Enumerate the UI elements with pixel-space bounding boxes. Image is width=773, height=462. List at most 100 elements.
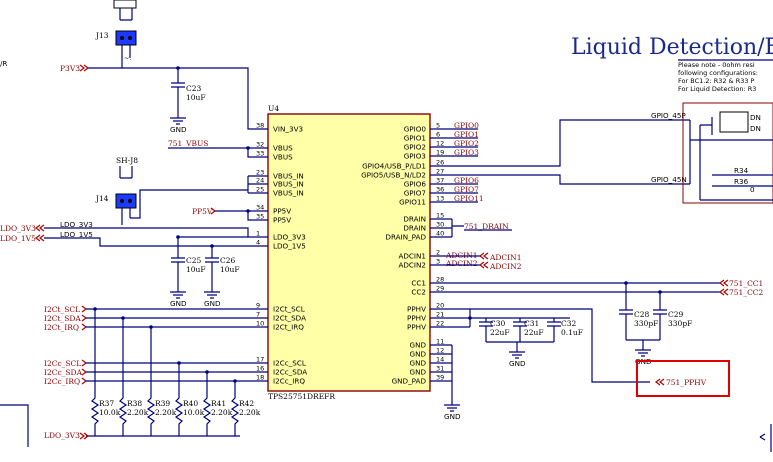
resistor-symbol[interactable] xyxy=(202,372,212,436)
net-p3v3-label: P3V3 xyxy=(60,64,80,73)
u4-pin-name-left: VBUS_IN xyxy=(273,172,304,181)
u4-pin-name-left: I2Cc_IRQ xyxy=(273,377,305,386)
resistor-symbol[interactable] xyxy=(90,309,100,436)
u4-pin-name-right: GPIO1 xyxy=(404,134,426,143)
cap-c23-symbol[interactable] xyxy=(171,68,185,118)
gpio-net-label: GPIO1 xyxy=(454,130,479,139)
u4-pin-num-right: 19 xyxy=(436,149,444,157)
cap-c23-ref: C23 xyxy=(186,84,202,93)
right-subcircuit-box xyxy=(682,102,773,204)
wire-gpio45 xyxy=(430,119,690,185)
u4-pin-num-right: 22 xyxy=(436,320,444,328)
u4-pin-num-right: 5 xyxy=(436,122,440,130)
gpio-net-label: GPIO11 xyxy=(454,194,484,203)
wire-cc xyxy=(430,282,720,293)
gpio-net-label: GPIO2 xyxy=(454,139,479,148)
right-dn1: DN xyxy=(750,113,761,122)
u4-pin-num-right: 37 xyxy=(436,177,444,185)
junction-pp5v xyxy=(246,209,250,213)
gnd-symbol-chip xyxy=(444,404,460,412)
u4-pin-name-left: PP5V xyxy=(273,216,291,225)
cap-c31-ref: C31 xyxy=(524,319,539,328)
right-subcircuit-wires xyxy=(689,117,773,201)
caps-c28-c29-symbol[interactable] xyxy=(619,283,667,350)
resistor-value: 2.20k xyxy=(155,408,177,417)
gnd-symbols-c25-c26 xyxy=(170,291,220,299)
caps-c30-c31-c32-symbol[interactable] xyxy=(470,317,561,352)
wire-adcin xyxy=(430,255,480,266)
net-i2cc-scl: I2Cc_SCL xyxy=(44,359,81,368)
jumper-j14-body[interactable] xyxy=(115,193,137,209)
jumper-j13-ref: J13 xyxy=(95,31,109,40)
u4-pin-name-right: GPIO4/USB_P/LD1 xyxy=(362,162,426,171)
cap-c30-value: 22uF xyxy=(490,328,510,337)
u4-pin-name-right: GND xyxy=(410,359,427,368)
right-r34: R34 xyxy=(734,166,749,175)
u4-pin-num-left: 17 xyxy=(256,356,264,364)
resistor-ref: R39 xyxy=(155,399,170,408)
ic-u4-ref: U4 xyxy=(268,104,279,113)
ldo-bottom-arrow xyxy=(79,432,89,440)
junction-c26 xyxy=(210,244,214,248)
u4-pin-name-right: GND xyxy=(410,368,427,377)
net-pphv-arrow xyxy=(655,378,665,386)
u4-pin-name-left: I2Ct_SCL xyxy=(273,305,305,314)
wire-vbus xyxy=(168,147,268,158)
net-ldo3v3-out: LDO_3V3 xyxy=(0,224,36,233)
jumper-j13-body[interactable] xyxy=(115,30,137,46)
resistor-ref: R41 xyxy=(211,399,226,408)
net-pphv-label: 751_PPHV xyxy=(666,378,707,387)
u4-pin-num-left: 33 xyxy=(256,150,264,158)
u4-pin-name-right: ADCIN1 xyxy=(398,252,426,261)
u4-pin-name-left: VBUS xyxy=(273,144,293,153)
cap-c26-symbol[interactable] xyxy=(205,246,219,292)
u4-pin-name-right: GPIO3 xyxy=(404,152,426,161)
resistor-symbol[interactable] xyxy=(174,363,184,436)
cap-c28-value: 330pF xyxy=(634,319,658,328)
ic-u4-body[interactable] xyxy=(267,113,431,392)
sheet-title: Liquid Detection/E xyxy=(571,35,773,60)
net-p3v3-arrow xyxy=(79,64,89,72)
u4-pin-num-left: 32 xyxy=(256,141,264,149)
u4-pin-num-left: 4 xyxy=(256,239,260,247)
u4-pin-num-right: 29 xyxy=(436,285,444,293)
u4-pin-name-left: I2Ct_SDA xyxy=(273,314,306,323)
resistor-symbol[interactable] xyxy=(230,381,240,436)
wire-i2c xyxy=(86,308,268,382)
jumper-j14-pin1 xyxy=(120,199,124,203)
net-cc2-label: 751_CC2 xyxy=(729,288,764,297)
u4-pin-name-right: GPIO11 xyxy=(399,198,426,207)
u4-pin-num-right: 12 xyxy=(436,140,444,148)
cc-arrows xyxy=(719,279,729,296)
resistor-ref: R42 xyxy=(239,399,254,408)
net-ldo1v5-out: LDO_1V5 xyxy=(0,234,36,243)
note-line-3: For BC1.2: R32 & R33 P xyxy=(678,77,755,85)
right-r36: R36 xyxy=(734,177,749,186)
adcin-arrows xyxy=(479,252,489,269)
gpio-net-label: GPIO7 xyxy=(454,185,479,194)
right-edge-marker xyxy=(759,424,772,452)
u4-pin-num-right: 21 xyxy=(436,311,444,319)
net-adcin2-right: ADCIN2 xyxy=(489,262,522,271)
u4-pin-name-right: CC1 xyxy=(411,279,426,288)
u4-pin-num-right: 15 xyxy=(436,212,444,220)
resistor-symbol[interactable] xyxy=(118,318,128,436)
u4-pin-name-right: GPIO6 xyxy=(404,180,427,189)
u4-pin-num-left: 7 xyxy=(256,311,260,319)
resistor-symbol[interactable] xyxy=(146,327,156,436)
u4-pin-num-right: 31 xyxy=(436,365,444,373)
left-edge-r-label: /R xyxy=(0,59,7,68)
u4-pin-name-left: I2Cc_SCL xyxy=(273,359,306,368)
u4-pin-num-right: 3 xyxy=(436,258,440,266)
jumper-j14-pin2 xyxy=(128,199,132,203)
u4-pin-num-right: 14 xyxy=(436,356,444,364)
u4-pin-name-left: I2Cc_SDA xyxy=(273,368,307,377)
jumper-j14-ref: J14 xyxy=(95,194,109,203)
cap-c26-ref: C26 xyxy=(220,256,236,265)
right-dn2: DN xyxy=(750,124,761,133)
gpio-net-label: GPIO3 xyxy=(454,148,479,157)
cap-c25-symbol[interactable] xyxy=(171,237,185,292)
u4-pin-name-right: GPIO7 xyxy=(404,189,426,198)
gpio-net-label: GPIO6 xyxy=(454,176,479,185)
cap-c25-ref: C25 xyxy=(186,256,202,265)
